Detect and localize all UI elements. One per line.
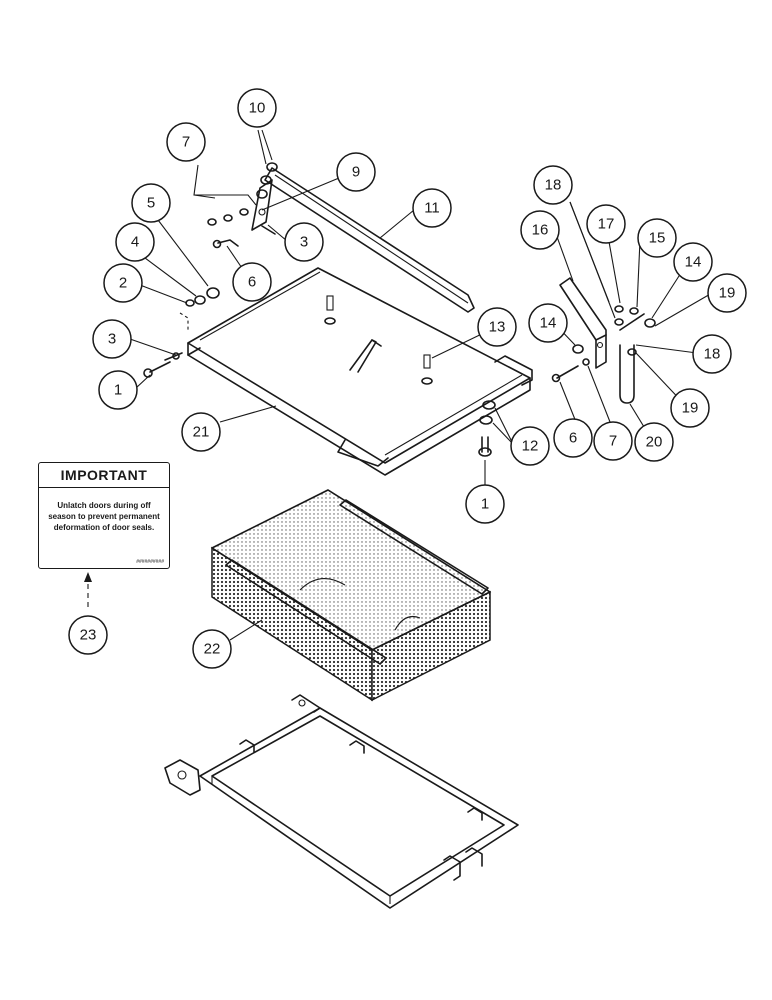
callout-19: 19	[670, 388, 710, 428]
callout-11: 11	[412, 188, 452, 228]
callout-13: 13	[477, 307, 517, 347]
callout-1: 1	[98, 370, 138, 410]
tray-cover	[179, 267, 533, 476]
callout-15: 15	[637, 218, 677, 258]
svg-text:14: 14	[685, 254, 702, 271]
callout-9: 9	[336, 152, 376, 192]
callout-14: 14	[673, 242, 713, 282]
callout-16: 16	[520, 210, 560, 250]
svg-text:21: 21	[193, 424, 210, 441]
bottom-frame	[164, 694, 519, 909]
svg-text:3: 3	[108, 331, 116, 348]
svg-text:19: 19	[682, 400, 699, 417]
decal-code: ##########	[136, 559, 164, 565]
svg-text:1: 1	[114, 382, 122, 399]
callout-18: 18	[533, 165, 573, 205]
callout-5: 5	[131, 183, 171, 223]
right-hardware	[551, 277, 656, 404]
latch-rod	[264, 167, 475, 313]
svg-text:23: 23	[80, 627, 97, 644]
svg-text:10: 10	[249, 100, 266, 117]
svg-text:22: 22	[204, 641, 221, 658]
svg-text:17: 17	[598, 216, 615, 233]
latch-bracket	[207, 162, 278, 249]
callout-20: 20	[634, 422, 674, 462]
callout-18: 18	[692, 334, 732, 374]
callout-10: 10	[237, 88, 277, 128]
callout-23: 23	[68, 615, 108, 655]
svg-text:3: 3	[300, 234, 308, 251]
svg-text:6: 6	[569, 430, 577, 447]
callout-12: 12	[510, 426, 550, 466]
callout-21: 21	[181, 412, 221, 452]
callout-6: 6	[553, 418, 593, 458]
svg-text:15: 15	[649, 230, 666, 247]
bolt-lower	[478, 436, 492, 457]
svg-text:9: 9	[352, 164, 360, 181]
svg-text:14: 14	[540, 315, 557, 332]
svg-text:18: 18	[545, 177, 562, 194]
callout-19: 19	[707, 273, 747, 313]
svg-text:20: 20	[646, 434, 663, 451]
callout-2: 2	[103, 263, 143, 303]
callout-14: 14	[528, 303, 568, 343]
callout-3: 3	[284, 222, 324, 262]
callout-1: 1	[465, 484, 505, 524]
svg-text:16: 16	[532, 222, 549, 239]
svg-text:12: 12	[522, 438, 539, 455]
callout-4: 4	[115, 222, 155, 262]
svg-text:2: 2	[119, 275, 127, 292]
mesh-basket	[210, 489, 492, 702]
svg-text:5: 5	[147, 195, 155, 212]
callout-17: 17	[586, 204, 626, 244]
svg-text:18: 18	[704, 346, 721, 363]
svg-text:6: 6	[248, 274, 256, 291]
svg-text:4: 4	[131, 234, 139, 251]
decal-body: Unlatch doors during off season to preve…	[48, 501, 160, 532]
svg-text:11: 11	[424, 200, 440, 217]
svg-text:13: 13	[489, 319, 506, 336]
callout-3: 3	[92, 319, 132, 359]
svg-text:7: 7	[182, 134, 190, 151]
svg-text:7: 7	[609, 433, 617, 450]
svg-text:19: 19	[719, 285, 736, 302]
callout-6: 6	[232, 262, 272, 302]
callout-7: 7	[593, 421, 633, 461]
callout-7: 7	[166, 122, 206, 162]
important-decal: IMPORTANT Unlatch doors during off seaso…	[38, 462, 170, 569]
decal-title: IMPORTANT	[39, 463, 169, 488]
svg-text:1: 1	[481, 496, 489, 513]
callout-22: 22	[192, 629, 232, 669]
